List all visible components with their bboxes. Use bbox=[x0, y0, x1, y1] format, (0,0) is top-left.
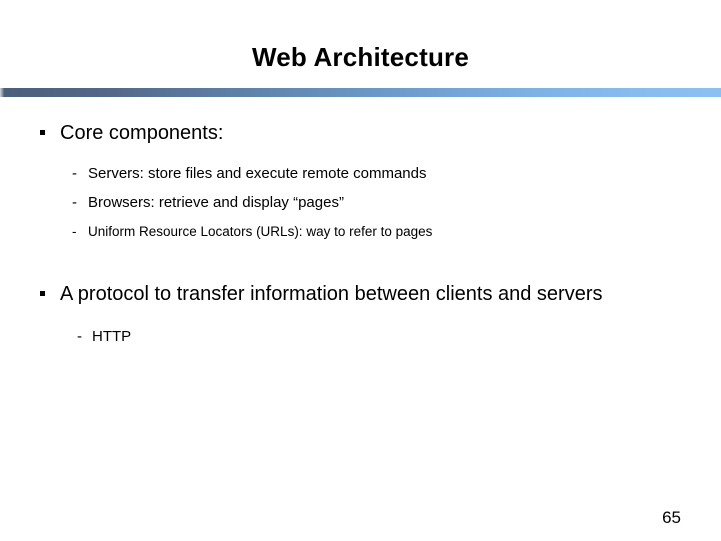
bullet-level2-label: Browsers: retrieve and display “pages” bbox=[88, 194, 344, 211]
dash-bullet-icon: - bbox=[77, 328, 82, 345]
bullet-level2: - Browsers: retrieve and display “pages” bbox=[0, 193, 721, 213]
dash-bullet-icon: - bbox=[72, 194, 77, 211]
bullet-level1: Core components: bbox=[0, 120, 721, 146]
page-number: 65 bbox=[662, 508, 681, 527]
dash-bullet-icon: - bbox=[72, 165, 77, 182]
dash-bullet-icon: - bbox=[72, 224, 77, 239]
bullet-level1-label: A protocol to transfer information betwe… bbox=[60, 283, 603, 305]
square-bullet-icon bbox=[40, 291, 45, 296]
bullet-level2-label: Uniform Resource Locators (URLs): way to… bbox=[88, 224, 433, 239]
page-title: Web Architecture bbox=[251, 42, 470, 72]
bullet-level1-label: Core components: bbox=[60, 122, 224, 144]
bullet-level2-label: HTTP bbox=[92, 328, 132, 345]
title-divider-bar bbox=[0, 88, 721, 97]
square-bullet-icon bbox=[40, 130, 45, 135]
slide-body: Core components: - Servers: store files … bbox=[0, 120, 721, 347]
bullet-level2-label: Servers: store files and execute remote … bbox=[88, 165, 427, 182]
bullet-level2: - HTTP bbox=[0, 327, 721, 347]
bullet-level2: - Servers: store files and execute remot… bbox=[0, 164, 721, 184]
bullet-level2: - Uniform Resource Locators (URLs): way … bbox=[0, 222, 721, 241]
bullet-level1: A protocol to transfer information betwe… bbox=[0, 281, 721, 307]
